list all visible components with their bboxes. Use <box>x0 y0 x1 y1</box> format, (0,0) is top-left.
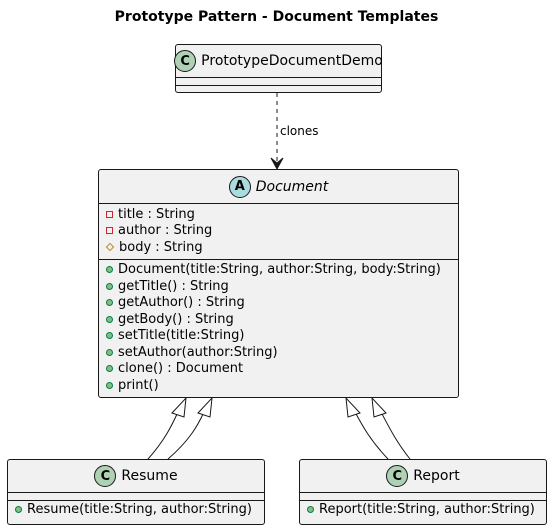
public-visibility-icon <box>106 365 113 373</box>
inheritance-line-resume-2 <box>167 411 205 460</box>
class-header: A Document <box>99 170 458 204</box>
public-visibility-icon <box>106 381 113 389</box>
member-row: body : String <box>105 239 458 256</box>
class-header: C Resume <box>8 460 264 493</box>
member-row: Resume(title:String, author:String) <box>15 501 264 518</box>
member-text: clone() : Document <box>118 361 244 377</box>
private-visibility-icon <box>106 227 113 235</box>
methods-section: Report(title:String, author:String) <box>300 501 546 518</box>
public-visibility-icon <box>106 266 113 274</box>
methods-section: Resume(title:String, author:String) <box>8 501 264 518</box>
public-visibility-icon <box>106 332 113 340</box>
member-text: body : String <box>119 239 203 255</box>
member-row: title : String <box>106 206 458 223</box>
member-row: setAuthor(author:String) <box>106 344 458 361</box>
class-header: C Report <box>300 460 546 493</box>
fields-section <box>300 493 546 501</box>
member-row: clone() : Document <box>106 361 458 378</box>
inheritance-line-report-1 <box>354 411 389 460</box>
methods-section <box>176 86 381 92</box>
member-text: Document(title:String, author:String, bo… <box>118 262 441 278</box>
public-visibility-icon <box>106 348 113 356</box>
class-stereotype-icon: C <box>94 465 117 487</box>
member-text: title : String <box>118 206 195 222</box>
inheritance-arrow-resume-1 <box>171 396 187 418</box>
member-text: getAuthor() : String <box>118 295 245 311</box>
member-row: getBody() : String <box>106 311 458 328</box>
member-row: print() <box>106 377 458 394</box>
inheritance-arrow-report-1 <box>345 396 361 418</box>
member-text: author : String <box>118 223 213 239</box>
member-text: setAuthor(author:String) <box>118 344 278 360</box>
inheritance-arrow-report-2 <box>371 396 387 418</box>
member-row: Document(title:String, author:String, bo… <box>106 262 458 279</box>
class-prototype-document-demo[interactable]: C PrototypeDocumentDemo <box>174 44 383 93</box>
member-row: setTitle(title:String) <box>106 328 458 345</box>
member-text: setTitle(title:String) <box>118 328 245 344</box>
member-row: getTitle() : String <box>106 278 458 295</box>
public-visibility-icon <box>15 505 22 513</box>
class-name: Report <box>413 468 460 484</box>
member-text: getBody() : String <box>118 311 234 327</box>
class-name: PrototypeDocumentDemo <box>201 53 383 69</box>
public-visibility-icon <box>307 505 314 513</box>
protected-visibility-icon <box>105 243 115 252</box>
dependency-label: clones <box>280 124 319 138</box>
diagram-title: Prototype Pattern - Document Templates <box>114 9 439 25</box>
member-text: getTitle() : String <box>118 278 229 294</box>
class-name: Document <box>255 178 329 195</box>
member-row: Report(title:String, author:String) <box>307 501 546 518</box>
methods-section: Document(title:String, author:String, bo… <box>99 260 458 396</box>
inheritance-arrow-resume-2 <box>197 396 213 418</box>
class-stereotype-icon: C <box>386 465 409 487</box>
member-text: print() <box>118 377 159 393</box>
abstract-stereotype-icon: A <box>228 175 251 198</box>
fields-section <box>176 78 381 86</box>
class-resume[interactable]: C Resume Resume(title:String, author:Str… <box>7 459 265 525</box>
dependency-arrowhead <box>270 157 284 171</box>
public-visibility-icon <box>106 282 113 290</box>
member-row: getAuthor() : String <box>106 295 458 312</box>
class-name: Resume <box>121 468 178 484</box>
public-visibility-icon <box>106 315 113 323</box>
inheritance-line-resume-1 <box>147 411 179 460</box>
public-visibility-icon <box>106 299 113 307</box>
inheritance-line-report-2 <box>380 411 411 460</box>
member-text: Report(title:String, author:String) <box>319 501 535 517</box>
private-visibility-icon <box>106 210 113 218</box>
member-text: Resume(title:String, author:String) <box>27 501 252 517</box>
class-report[interactable]: C Report Report(title:String, author:Str… <box>299 459 547 525</box>
fields-section <box>8 493 264 501</box>
member-row: author : String <box>106 223 458 240</box>
class-stereotype-icon: C <box>174 50 197 72</box>
class-header: C PrototypeDocumentDemo <box>174 45 383 78</box>
